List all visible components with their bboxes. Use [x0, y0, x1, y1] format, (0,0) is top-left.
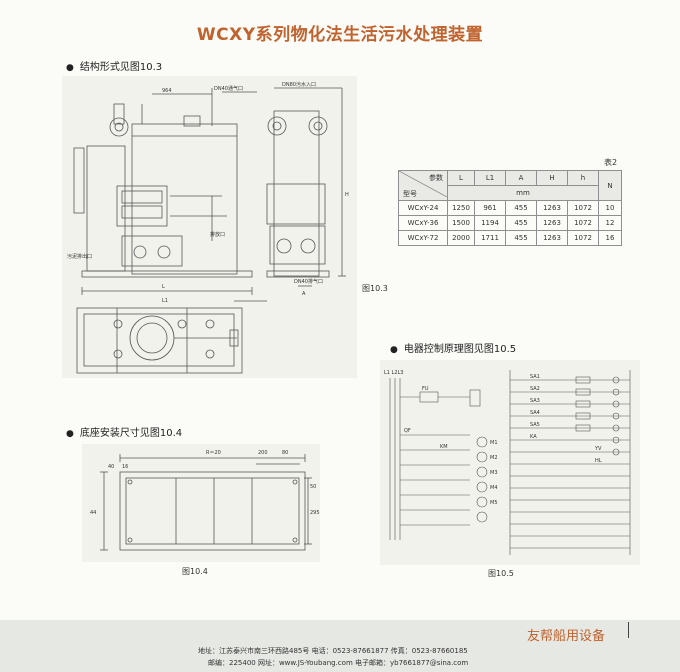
table-cell: 1072 [567, 215, 599, 231]
base-drawing: R＝20 200 80 40 16 50 295 44 [82, 444, 320, 562]
circuit-label-right: SA5 [530, 422, 540, 428]
structure-drawing-svg: 964 DN40通气口 DN80污水入口 排放口 污泥排出口 DN40排气口 L… [67, 81, 349, 374]
header-cell: L [447, 170, 475, 186]
dim-295-label: 295 [310, 510, 320, 516]
circuit-diagram: L1 L2L3 QF FU KM M1 M2 M3 M4 M5 SA1 SA2 … [380, 360, 640, 565]
table-corner-cell: 参数 型号 [398, 170, 448, 201]
section-heading-base-text: 底座安装尺寸见图10.4 [79, 428, 183, 439]
table-row: WCxY-72 2000 1711 455 1263 1072 16 [398, 230, 622, 246]
circuit-label-left: M5 [490, 500, 498, 506]
corner-top-label: 参数 [429, 174, 443, 182]
circuit-label-right: SA3 [530, 398, 540, 404]
figure-10-5-caption: 图10.5 [488, 569, 514, 578]
section-heading-structure: ● 结构形式见图10.3 [66, 58, 162, 73]
table-cell: 16 [598, 230, 622, 246]
table-cell: 961 [474, 200, 506, 216]
section-heading-base: ● 底座安装尺寸见图10.4 [66, 424, 182, 439]
dim-H-label: H [345, 192, 349, 198]
footer-band [0, 620, 680, 672]
circuit-label-left: KM [440, 444, 448, 450]
dim-L1-label: L1 [162, 298, 168, 304]
vent-label: DN40排气口 [294, 278, 323, 285]
circuit-label-left: M1 [490, 440, 498, 446]
table-cell: 10 [598, 200, 622, 216]
figure-10-4-caption: 图10.4 [182, 567, 208, 576]
section-heading-structure-text: 结构形式见图10.3 [79, 62, 163, 73]
table-cell: 1072 [567, 230, 599, 246]
circuit-label-right: SA2 [530, 386, 540, 392]
table-caption: 表2 [604, 158, 618, 167]
outlet-label: DN40通气口 [214, 85, 243, 92]
table-cell: 1072 [567, 200, 599, 216]
circuit-label-right: SA4 [530, 410, 540, 416]
header-cell: h [567, 170, 599, 186]
circuit-label-left: QF [404, 428, 411, 434]
overflow-label: 污泥排出口 [67, 253, 92, 260]
dim-L-label: L [162, 284, 165, 290]
circuit-label-left: M2 [490, 455, 498, 461]
brand-name: 友帮船用设备 [527, 629, 606, 644]
table-cell: 1194 [474, 215, 506, 231]
table-cell: WCxY-36 [398, 215, 448, 231]
bullet-icon: ● [66, 63, 74, 73]
supply-label: L1 L2L3 [384, 370, 404, 376]
table-cell: WCxY-24 [398, 200, 448, 216]
table-cell: 1711 [474, 230, 506, 246]
table-row: WCxY-24 1250 961 455 1263 1072 10 [398, 200, 622, 216]
page-title: WCXY系列物化法生活污水处理装置 [196, 25, 484, 45]
dim-80-label: 80 [282, 450, 288, 456]
structure-drawing: 964 DN40通气口 DN80污水入口 排放口 污泥排出口 DN40排气口 L… [62, 76, 357, 378]
footer-address: 地址：江苏泰兴市南三环西路485号 电话：0523-87661877 传真：05… [198, 647, 468, 655]
dim-40-label: 40 [108, 464, 114, 470]
table-cell: 1263 [536, 215, 568, 231]
dim-A-label: A [302, 291, 306, 297]
section-heading-electrical-text: 电器控制原理图见图10.5 [403, 344, 517, 355]
circuit-label-left: M4 [490, 485, 498, 491]
spec-table-wrap: 参数 型号 L L1 A H h N mm WCxY-24 1250 961 4… [398, 170, 622, 246]
dim-44-label: 44 [90, 510, 96, 516]
table-cell: 1250 [447, 200, 475, 216]
corner-bottom-label: 型号 [403, 190, 417, 198]
circuit-label-left: M3 [490, 470, 498, 476]
section-heading-electrical: ● 电器控制原理图见图10.5 [390, 340, 516, 355]
drain-label: 排放口 [210, 231, 225, 238]
circuit-label-right: KA [530, 434, 537, 440]
header-cell: H [536, 170, 568, 186]
table-cell: 455 [505, 215, 537, 231]
circuit-label-right: HL [595, 458, 602, 464]
circuit-diagram-svg: L1 L2L3 QF FU KM M1 M2 M3 M4 M5 SA1 SA2 … [384, 370, 631, 555]
table-cell: 2000 [447, 230, 475, 246]
table-cell: 455 [505, 200, 537, 216]
figure-10-3-caption: 图10.3 [362, 284, 388, 293]
bullet-icon: ● [66, 429, 74, 439]
radius-label: R＝20 [206, 450, 221, 456]
header-cell: A [505, 170, 537, 186]
table-cell: 1263 [536, 200, 568, 216]
circuit-label-right: SA1 [530, 374, 540, 380]
table-cell: 1263 [536, 230, 568, 246]
bullet-icon: ● [390, 345, 398, 355]
base-drawing-svg: R＝20 200 80 40 16 50 295 44 [90, 450, 320, 551]
circuit-label-right: YV [594, 446, 602, 452]
unit-cell: mm [447, 185, 599, 201]
dim-50-label: 50 [310, 484, 316, 490]
table-row: WCxY-36 1500 1194 455 1263 1072 12 [398, 215, 622, 231]
dim-16-label: 16 [122, 464, 128, 470]
inlet-label: DN80污水入口 [282, 81, 316, 88]
dim-200-label: 200 [258, 450, 268, 456]
circuit-label-left: FU [422, 386, 429, 392]
brand-divider [628, 622, 629, 638]
header-cell: L1 [474, 170, 506, 186]
dim-964-label: 964 [162, 88, 172, 94]
header-cell: N [598, 170, 622, 201]
table-cell: 1500 [447, 215, 475, 231]
table-cell: WCxY-72 [398, 230, 448, 246]
table-cell: 12 [598, 215, 622, 231]
spec-table: 参数 型号 L L1 A H h N mm WCxY-24 1250 961 4… [398, 170, 622, 246]
table-cell: 455 [505, 230, 537, 246]
footer-contact: 邮编：225400 网址：www.JS-Youbang.com 电子邮箱：yb7… [208, 659, 469, 667]
corner-diagonal [399, 171, 447, 197]
